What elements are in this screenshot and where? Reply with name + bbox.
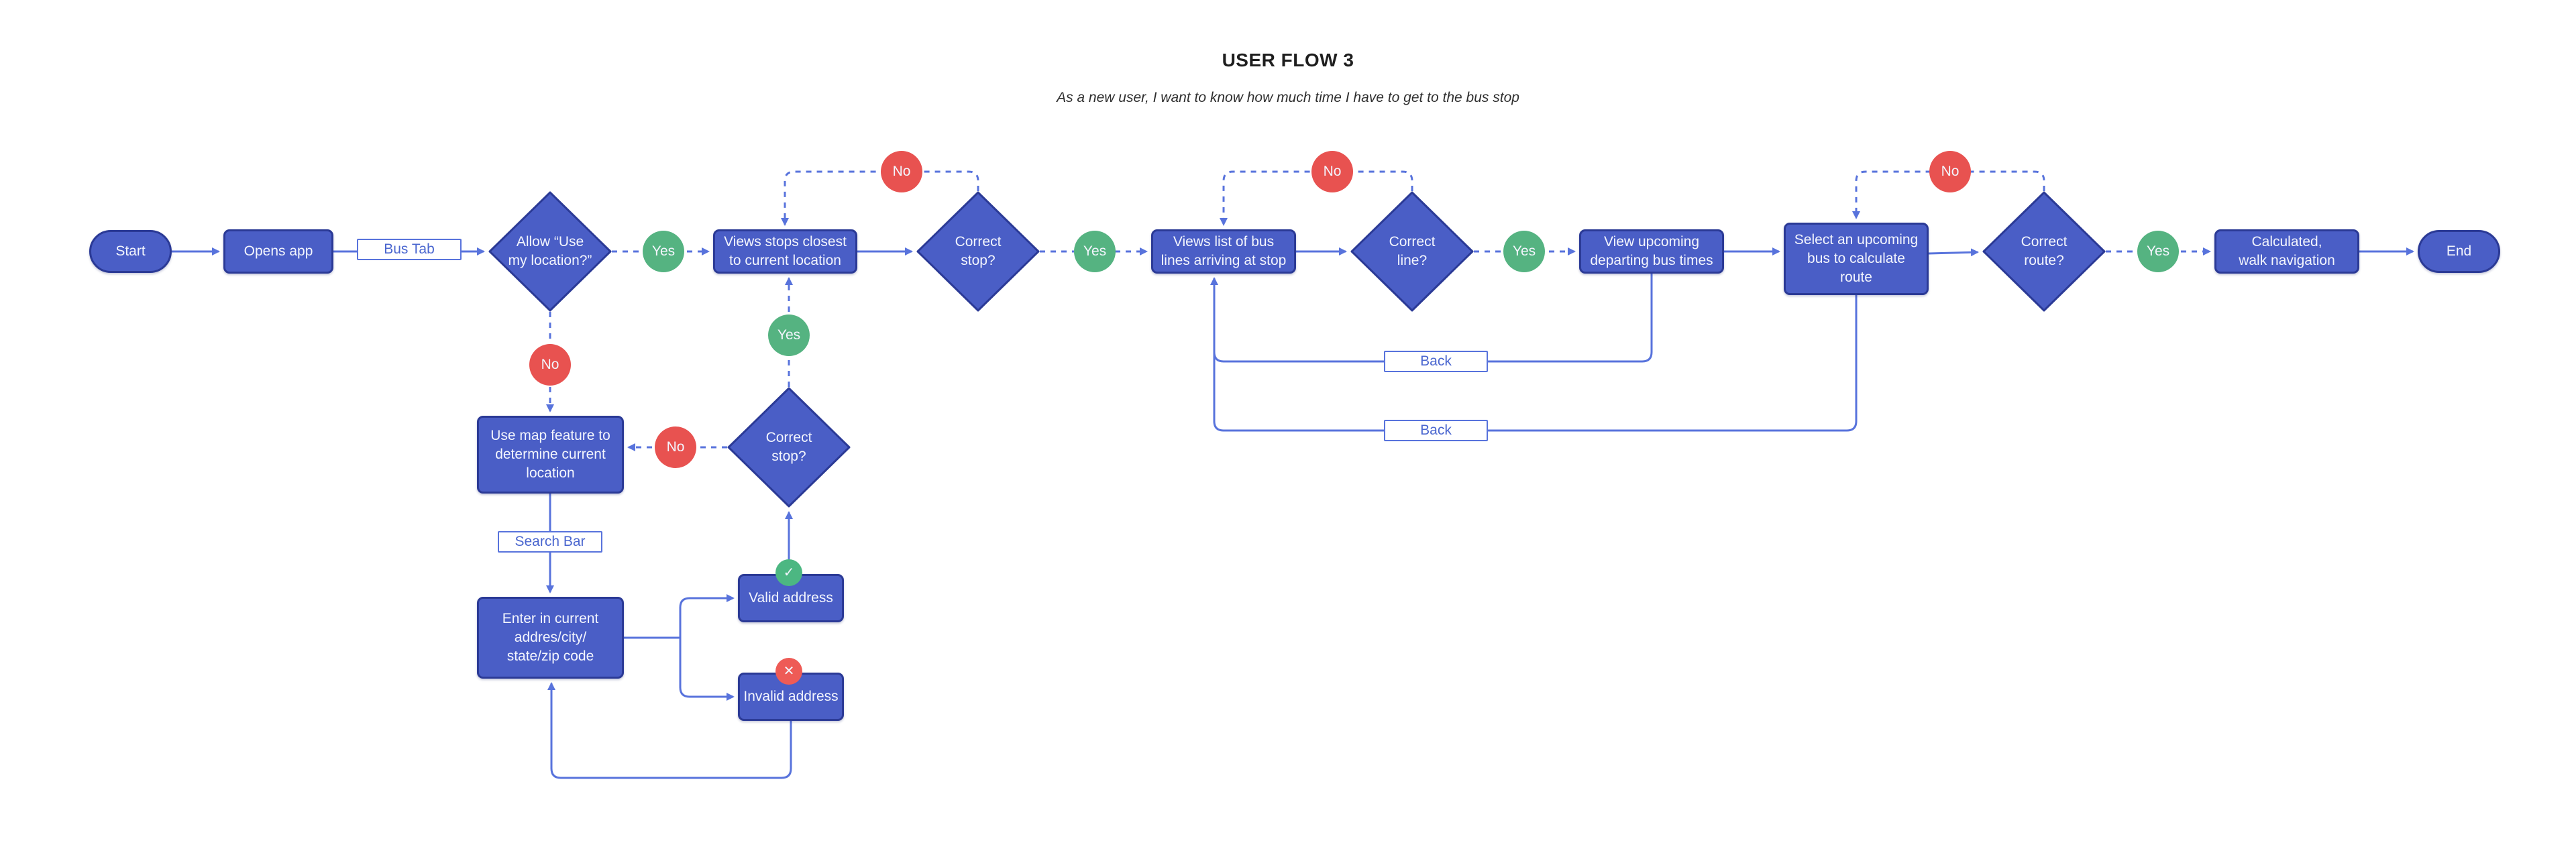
use-map-node: Use map feature to determine current loc…: [477, 416, 624, 494]
no-label: No: [666, 439, 685, 455]
page-subtitle: As a new user, I want to know how much t…: [1057, 90, 1519, 105]
yes-badge-line: Yes: [1503, 231, 1545, 272]
calculated-label: Calculated, walk navigation: [2239, 234, 2335, 268]
decision-correct-stop-1: Correct stop?: [916, 191, 1040, 312]
search-bar-label: Search Bar: [515, 534, 586, 550]
end-label: End: [2446, 243, 2472, 260]
bus-tab-label: Bus Tab: [384, 241, 435, 258]
edge-invalid-loop-to-enter: [547, 682, 792, 779]
use-map-label: Use map feature to determine current loc…: [490, 428, 610, 481]
end-node: End: [2418, 230, 2500, 273]
check-icon: ✓: [775, 559, 802, 586]
no-label: No: [892, 164, 911, 180]
select-bus-label: Select an upcoming bus to calculate rout…: [1794, 232, 1919, 285]
edge-branch-to-invalid: [679, 638, 735, 701]
view-departing-times-label: View upcoming departing bus times: [1590, 234, 1713, 268]
diamond-shape: [488, 191, 612, 312]
no-badge-line: No: [1311, 151, 1353, 192]
diamond-shape: [916, 191, 1040, 312]
calculated-node: Calculated, walk navigation: [2214, 229, 2359, 274]
yes-label: Yes: [2146, 243, 2170, 260]
no-label: No: [541, 357, 559, 373]
opens-app-label: Opens app: [244, 243, 313, 260]
back-bottom-label: Back: [1420, 422, 1452, 439]
start-label: Start: [115, 243, 146, 260]
views-bus-lines-node: Views list of bus lines arriving at stop: [1151, 229, 1296, 274]
decision-correct-route: Correct route?: [1982, 191, 2106, 312]
page-title: USER FLOW 3: [1222, 50, 1354, 70]
no-label: No: [1941, 164, 1960, 180]
no-badge-stop2: No: [655, 426, 696, 468]
yes-label: Yes: [1083, 243, 1107, 260]
yes-label: Yes: [777, 327, 801, 343]
no-badge-allow: No: [529, 344, 571, 386]
valid-address-label: Valid address: [749, 590, 833, 606]
diamond-shape: [727, 387, 851, 508]
bus-tab-label-box: Bus Tab: [357, 239, 462, 260]
check-glyph: ✓: [783, 565, 795, 580]
yes-badge-stop2: Yes: [768, 315, 810, 356]
back-bottom-label-box: Back: [1384, 420, 1488, 441]
enter-address-node: Enter in current addres/city/ state/zip …: [477, 597, 624, 679]
no-label: No: [1323, 164, 1342, 180]
decision-allow-location-label: Allow “Use my location?”: [508, 234, 592, 268]
no-badge-route: No: [1929, 151, 1971, 192]
decision-correct-line-label: Correct line?: [1389, 234, 1436, 268]
back-top-label: Back: [1420, 353, 1452, 369]
diamond-shape: [1350, 191, 1474, 312]
decision-correct-stop-1-label: Correct stop?: [955, 234, 1002, 268]
decision-correct-stop-2-label: Correct stop?: [765, 430, 812, 464]
yes-badge-allow: Yes: [643, 231, 684, 272]
yes-label: Yes: [651, 243, 676, 260]
edge-back-bottom-return: [1213, 295, 1858, 432]
decision-correct-route-label: Correct route?: [2021, 234, 2068, 268]
yes-badge-route: Yes: [2137, 231, 2179, 272]
search-bar-label-box: Search Bar: [498, 531, 602, 553]
select-bus-node: Select an upcoming bus to calculate rout…: [1784, 223, 1929, 295]
edge-branch-to-valid: [679, 594, 735, 638]
yes-badge-stop1: Yes: [1074, 231, 1116, 272]
enter-address-label: Enter in current addres/city/ state/zip …: [502, 611, 599, 664]
cross-glyph: ✕: [783, 663, 795, 679]
x-icon: ✕: [775, 658, 802, 685]
edge-select-bus-to-correct-route: [1928, 248, 1979, 257]
view-departing-times-node: View upcoming departing bus times: [1579, 229, 1724, 274]
start-node: Start: [89, 230, 172, 273]
views-bus-lines-label: Views list of bus lines arriving at stop: [1161, 234, 1287, 268]
invalid-address-label: Invalid address: [743, 689, 839, 705]
decision-correct-line: Correct line?: [1350, 191, 1474, 312]
back-top-label-box: Back: [1384, 351, 1488, 372]
decision-allow-location: Allow “Use my location?”: [488, 191, 612, 312]
decision-correct-stop-2: Correct stop?: [727, 387, 851, 508]
views-stops-node: Views stops closest to current location: [713, 229, 857, 274]
diamond-shape: [1982, 191, 2106, 312]
views-stops-label: Views stops closest to current location: [724, 234, 847, 268]
no-badge-stop1: No: [881, 151, 922, 192]
yes-label: Yes: [1512, 243, 1536, 260]
opens-app-node: Opens app: [223, 229, 333, 274]
